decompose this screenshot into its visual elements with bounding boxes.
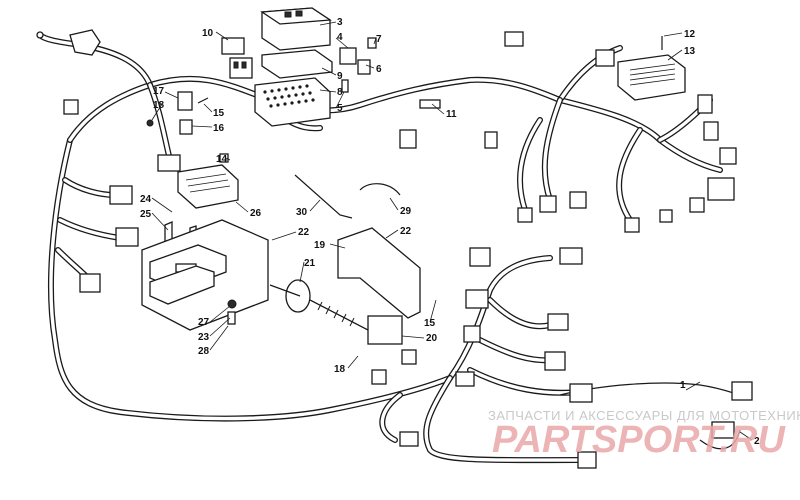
watermark: ЗАПЧАСТИ И АКСЕССУАРЫ ДЛЯ МОТОТЕХНИКИ PA… [488,408,800,461]
callout-5: 5 [337,103,343,114]
connector-left-1 [63,99,79,115]
callout-16: 16 [213,123,225,134]
connector-left-5 [157,154,181,172]
connector-lower-9 [371,369,387,385]
callout-25: 25 [140,209,152,220]
connector-lower-12 [577,451,597,469]
connector-lower-14 [711,421,735,439]
bracket-part-19 [337,227,421,319]
connector-lower-10 [401,349,417,365]
callout-2: 2 [754,436,760,447]
callout-7: 7 [376,34,382,45]
connector-b [595,49,615,67]
connector-part-10 [221,37,245,55]
accessory-lead-1 [559,382,741,396]
callout-26: 26 [250,208,262,219]
callout-15: 15 [213,108,225,119]
connector-lower-5 [463,325,481,343]
leader-lines [151,21,753,441]
mounting-bracket [141,219,269,331]
fuse-part-5 [341,79,349,93]
relay-part-4 [339,47,357,65]
cable-tie-30 [294,174,353,219]
connector-lower-2 [559,247,583,265]
callout-17: 17 [153,86,165,97]
connector-lower-6 [544,351,566,371]
callout-6: 6 [376,64,382,75]
connector-h [707,177,735,201]
callout-22: 22 [298,227,310,238]
fuse-box [254,7,333,127]
bolt-part-18 [146,119,154,127]
relay-part-16 [179,119,193,135]
callout-1: 1 [680,380,686,391]
connector-c [399,129,417,149]
callout-3: 3 [337,17,343,28]
connector-j [659,209,673,223]
voltage-regulator [617,54,686,101]
callout-27: 27 [198,317,210,328]
callout-30: 30 [296,207,308,218]
callout-20: 20 [426,333,438,344]
connector-k [624,217,640,233]
callout-9: 9 [337,71,343,82]
callout-24: 24 [140,194,152,205]
connector-lower-11 [399,431,419,447]
callout-29: 29 [400,206,412,217]
accessory-lead-2 [699,429,741,450]
callout-11: 11 [446,109,457,120]
fuse-block [254,77,331,127]
connector-left-4 [79,273,101,293]
connector-lower-3 [465,289,489,309]
callout-21: 21 [304,258,316,269]
connector-lower-7 [569,383,593,403]
relay-part-6 [357,59,371,75]
callout-8: 8 [337,87,343,98]
callout-23: 23 [198,332,210,343]
connector-g [719,147,737,165]
connector-n [517,207,533,223]
connector-left-3 [115,227,139,247]
connector-m [539,195,557,213]
callout-4: 4 [337,32,343,43]
callout-13: 13 [684,46,696,57]
watermark-logo: PARTSPORT.RU [492,419,786,461]
connector-i [689,197,705,213]
top-left-connector [69,29,101,56]
callout-10: 10 [202,28,214,39]
connector-lower-1 [469,247,491,267]
relay-part-17 [177,91,193,111]
callout-18: 18 [153,100,165,111]
connector-lower-4 [547,313,569,331]
relay-part-7 [367,37,377,49]
clamp-29 [359,183,401,196]
watermark-tagline: ЗАПЧАСТИ И АКСЕССУАРЫ ДЛЯ МОТОТЕХНИКИ [488,408,800,423]
callout-12: 12 [684,29,696,40]
control-module-26 [177,153,239,209]
connector-a [504,31,524,47]
callout-18b: 18 [334,364,346,375]
connector-left-2 [109,185,133,205]
callout-15b: 15 [424,318,436,329]
connector-d [484,131,498,149]
connector-l [569,191,587,209]
connector-lower-8 [455,371,475,387]
callout-19: 19 [314,240,326,251]
callout-28: 28 [198,346,210,357]
connector-lower-13 [731,381,753,401]
callouts: 3 4 7 6 9 8 5 10 11 12 13 17 18 15 16 14… [140,17,760,447]
shaft-part-21 [269,279,403,345]
callout-14: 14 [216,154,228,165]
connector-part-11 [419,99,441,109]
connector-e [697,94,713,114]
connector-f [703,121,719,141]
callout-22b: 22 [400,226,412,237]
